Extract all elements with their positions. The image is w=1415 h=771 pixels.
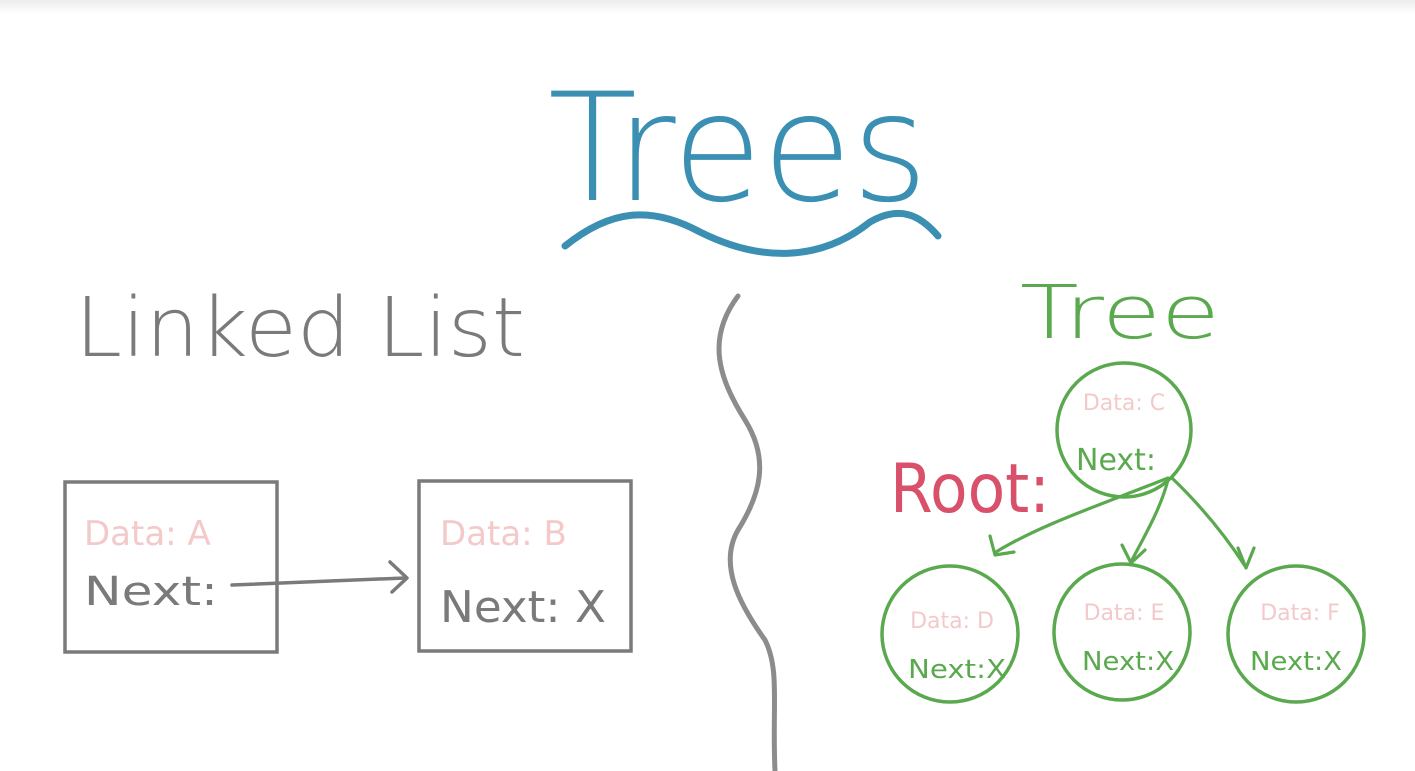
tree-child-node-d <box>880 564 1020 704</box>
tree-child-node-f <box>1226 564 1366 704</box>
list-arrow <box>230 576 407 587</box>
list-node-a-box <box>63 480 279 654</box>
tree-child-d-data: Data: D <box>910 609 994 634</box>
tree-heading: Tree <box>1020 270 1220 356</box>
tree-child-node-e <box>1052 562 1192 702</box>
tree-child-e-next: Next:X <box>1082 647 1174 677</box>
list-node-a-data: Data: A <box>84 514 211 554</box>
list-node-b-next: Next: X <box>440 582 606 633</box>
list-node-a-next: Next: <box>84 569 218 615</box>
tree-arrow-d-head <box>988 534 1016 557</box>
linked-list-heading: Linked List <box>75 281 525 376</box>
title-underline <box>561 210 942 257</box>
tree-child-f-next: Next:X <box>1250 647 1342 677</box>
tree-root-node <box>1055 361 1193 499</box>
tree-arrow-f <box>1170 476 1247 568</box>
list-node-b-data: Data: B <box>440 514 567 554</box>
tree-root-next: Next: <box>1076 443 1156 478</box>
tree-child-d-next: Next:X <box>908 655 1006 685</box>
tree-child-f-data: Data: F <box>1260 601 1340 626</box>
list-arrow-head <box>388 560 409 594</box>
root-label: Root: <box>890 450 1050 529</box>
list-node-b-box <box>417 479 633 653</box>
tree-child-e-data: Data: E <box>1084 601 1165 626</box>
section-divider <box>716 293 778 771</box>
page-title: Trees <box>548 62 928 236</box>
tree-arrow-e <box>1130 478 1170 562</box>
tree-arrow-f-head <box>1236 546 1256 570</box>
top-shadow-band <box>0 0 1415 14</box>
tree-root-data: Data: C <box>1083 391 1165 416</box>
tree-arrow-d <box>994 476 1170 554</box>
